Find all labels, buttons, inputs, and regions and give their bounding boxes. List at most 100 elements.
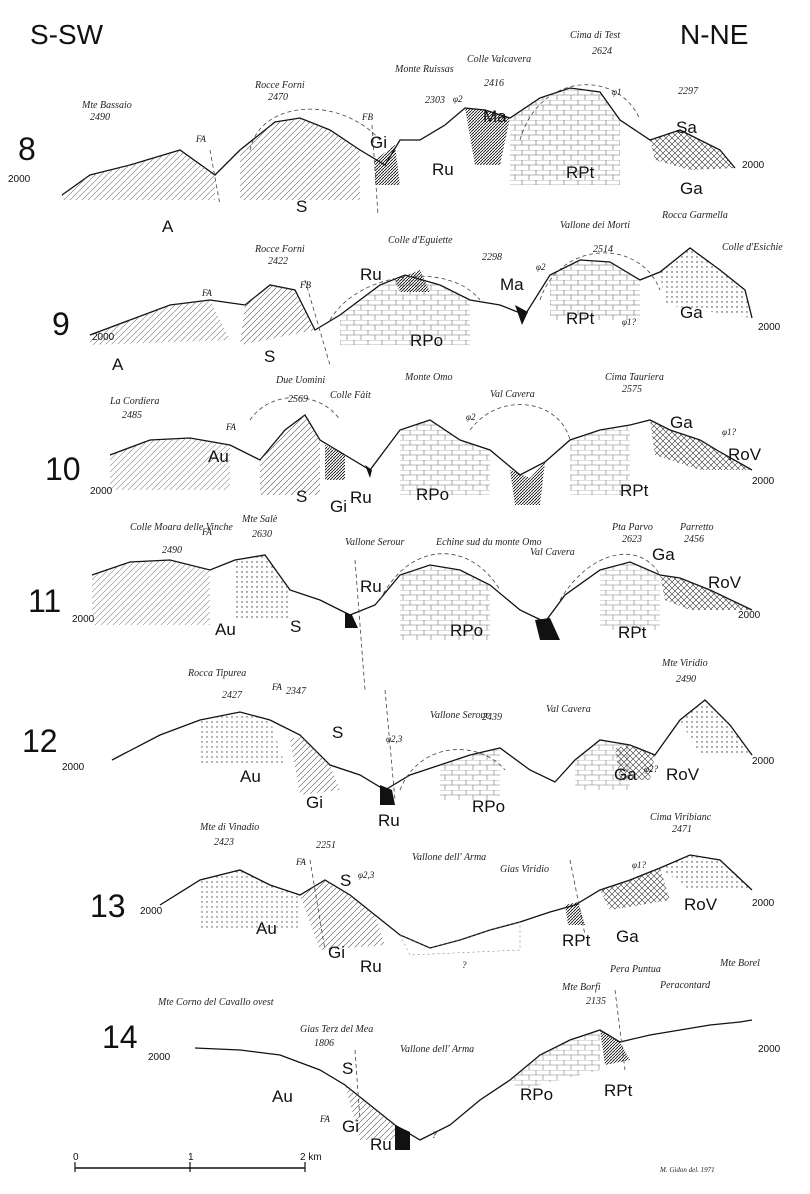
- place-label: Gias Terz del Mea: [300, 1024, 373, 1035]
- place-altitude: 2470: [268, 92, 288, 103]
- unit-label: Gi: [330, 497, 347, 516]
- place-label: Monte Omo: [404, 372, 453, 383]
- section-8: 8 2000 2000 Mte Bassaio 2490 Rocce Forni…: [8, 30, 765, 236]
- place-label: Colle d'Esichie: [722, 242, 783, 253]
- fault-label: FA: [319, 1114, 330, 1124]
- place-label: Mte Borel: [719, 958, 760, 969]
- unit-label: RoV: [728, 445, 762, 464]
- unit-label: RPo: [410, 331, 443, 350]
- section-number: 8: [18, 131, 36, 167]
- fault-label: φ2: [466, 412, 476, 422]
- fault-label: φ2: [453, 94, 463, 104]
- fault-label: FB: [361, 112, 373, 122]
- scale-bar: 0 1 2 km: [73, 1152, 322, 1172]
- fault-label: FA: [271, 682, 282, 692]
- unit-label: Ru: [432, 160, 454, 179]
- unit-label: A: [162, 217, 174, 236]
- elevation-left: 2000: [92, 332, 115, 343]
- place-altitude: 2624: [592, 46, 612, 57]
- fault-label: FA: [295, 857, 306, 867]
- fault-label: φ2,3: [358, 870, 375, 880]
- unit-label: RoV: [684, 895, 718, 914]
- elevation-right: 2000: [738, 610, 761, 621]
- fault-label: φ1?: [632, 860, 646, 870]
- place-label: Rocca Tipurea: [187, 668, 246, 679]
- unit-label: Gi: [342, 1117, 359, 1136]
- fault-label: φ1?: [622, 317, 636, 327]
- fault-label: φ1?: [722, 427, 736, 437]
- unit-label: Gi: [370, 133, 387, 152]
- unit-label: Ga: [670, 413, 693, 432]
- unit-label: Ru: [370, 1135, 392, 1154]
- unit-label: S: [296, 197, 307, 216]
- elevation-left: 2000: [148, 1052, 171, 1063]
- elevation-right: 2000: [758, 322, 781, 333]
- unit-label: RoV: [708, 573, 742, 592]
- place-label: Vallone Serour: [345, 537, 404, 548]
- place-label: Monte Ruissas: [394, 64, 454, 75]
- place-altitude: 2490: [676, 674, 696, 685]
- elevation-right: 2000: [752, 476, 775, 487]
- section-12: 12 2000 2000 Rocca Tipurea 2427 2347 Val…: [22, 658, 775, 830]
- unit-label: Au: [240, 767, 261, 786]
- fault-label: φ2,3: [386, 734, 403, 744]
- unit-label: Ma: [483, 107, 507, 126]
- unit-label: Ga: [616, 927, 639, 946]
- place-label: Vallone Serour: [430, 710, 489, 721]
- place-altitude: 2416: [484, 78, 504, 89]
- section-9: 9 2000 2000 Rocce Forni 2422 Colle d'Egu…: [52, 210, 783, 374]
- place-label: Colle Valcavera: [467, 54, 531, 65]
- place-altitude: 2347: [286, 686, 307, 697]
- author-signature: M. Gidon del. 1971: [659, 1166, 715, 1174]
- place-label: Val Cavera: [546, 704, 591, 715]
- place-altitude: 2630: [252, 529, 272, 540]
- place-label: Cima Viribianc: [650, 812, 712, 823]
- place-altitude: 2514: [593, 244, 613, 255]
- unit-label: S: [296, 487, 307, 506]
- section-number: 11: [28, 583, 61, 619]
- place-label: Mte Viridio: [661, 658, 708, 669]
- place-label: Mte Bassaio: [81, 100, 132, 111]
- place-altitude: 2422: [268, 256, 288, 267]
- place-label: Colle Moara delle Vinche: [130, 522, 233, 533]
- place-label: Mte di Vinadio: [199, 822, 259, 833]
- unit-label: Gi: [328, 943, 345, 962]
- place-label: Vallone dell' Arma: [400, 1044, 474, 1055]
- place-label: Echine sud du monte Omo: [435, 537, 542, 548]
- fault-label: FA: [225, 422, 236, 432]
- place-altitude: 2303: [425, 95, 445, 106]
- elevation-left: 2000: [140, 906, 163, 917]
- unit-label: Sa: [676, 118, 697, 137]
- orientation-right: N-NE: [680, 19, 748, 50]
- unit-label: RPt: [604, 1081, 633, 1100]
- unit-label: S: [342, 1059, 353, 1078]
- elevation-right: 2000: [758, 1044, 781, 1055]
- unit-label: RPo: [520, 1085, 553, 1104]
- place-altitude: 2456: [684, 534, 704, 545]
- unit-label: Ma: [500, 275, 524, 294]
- unit-label: S: [290, 617, 301, 636]
- elevation-right: 2000: [752, 898, 775, 909]
- place-altitude: 2623: [622, 534, 642, 545]
- place-altitude: 2427: [222, 690, 243, 701]
- elevation-left: 2000: [90, 486, 113, 497]
- unit-label: RoV: [666, 765, 700, 784]
- unit-label: Gi: [306, 793, 323, 812]
- unit-label: Ru: [378, 811, 400, 830]
- unit-label: RPo: [416, 485, 449, 504]
- unit-label: Ru: [360, 957, 382, 976]
- section-number: 14: [102, 1019, 138, 1055]
- elevation-left: 2000: [62, 762, 85, 773]
- unit-label: RPt: [566, 309, 595, 328]
- section-13: 13 2000 2000 Mte di Vinadio 2423 2251 Va…: [90, 812, 775, 976]
- unit-label: Ga: [680, 179, 703, 198]
- place-altitude: 2485: [122, 410, 142, 421]
- place-label: Cima Tauriera: [605, 372, 664, 383]
- place-altitude: 2439: [482, 712, 502, 723]
- scale-tick: 2 km: [300, 1152, 322, 1163]
- fault-label: φ2: [536, 262, 546, 272]
- unit-label: Ru: [360, 577, 382, 596]
- elevation-right: 2000: [742, 160, 765, 171]
- place-label: Colle Fàit: [330, 390, 371, 401]
